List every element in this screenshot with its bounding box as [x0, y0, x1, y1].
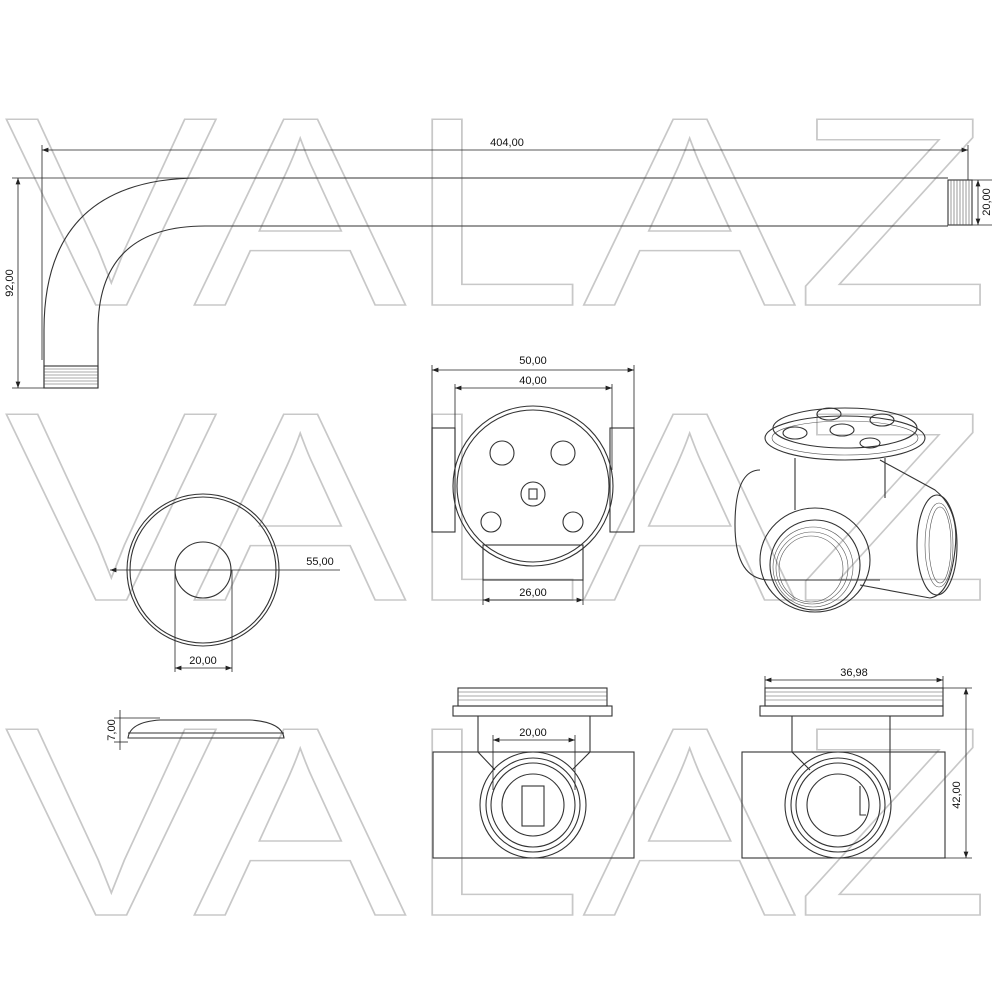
dim-cap-diameter: 40,00 — [519, 375, 547, 387]
watermark-text-2: VALAZ — [5, 357, 990, 658]
dim-flange-diameter: 55,00 — [306, 556, 334, 568]
dim-flange-thickness: 7,00 — [106, 719, 118, 740]
watermark-text-3: VALAZ — [5, 672, 990, 973]
shower-arm-view: 404,00 92,00 20,00 — [4, 137, 993, 389]
flange-front-view: 55,00 20,00 — [110, 493, 340, 672]
drain-top-view: 50,00 40,00 26,00 — [431, 355, 635, 605]
dim-arm-height: 92,00 — [4, 269, 16, 297]
drain-front-view: 20,00 — [432, 687, 635, 859]
dim-arm-thread: 20,00 — [981, 188, 993, 216]
flange-side-view: 7,00 — [106, 710, 285, 750]
dim-outlet-width: 20,00 — [519, 727, 547, 739]
drain-side-view: 36,98 42,00 — [741, 667, 972, 859]
arm-bottom-thread — [43, 365, 99, 389]
arm-end-thread — [947, 179, 973, 226]
dim-flange-hole: 20,00 — [189, 655, 217, 667]
dim-body-width: 50,00 — [519, 355, 547, 367]
watermark: VALAZ VALAZ VALAZ — [4, 61, 991, 974]
dim-body-height: 42,00 — [951, 781, 963, 809]
drain-isometric-view — [734, 407, 958, 613]
dim-base-width: 26,00 — [519, 587, 547, 599]
watermark-text-1: VALAZ — [5, 62, 990, 363]
dim-arm-length: 404,00 — [490, 137, 524, 149]
dim-thread-diameter: 36,98 — [840, 667, 868, 679]
